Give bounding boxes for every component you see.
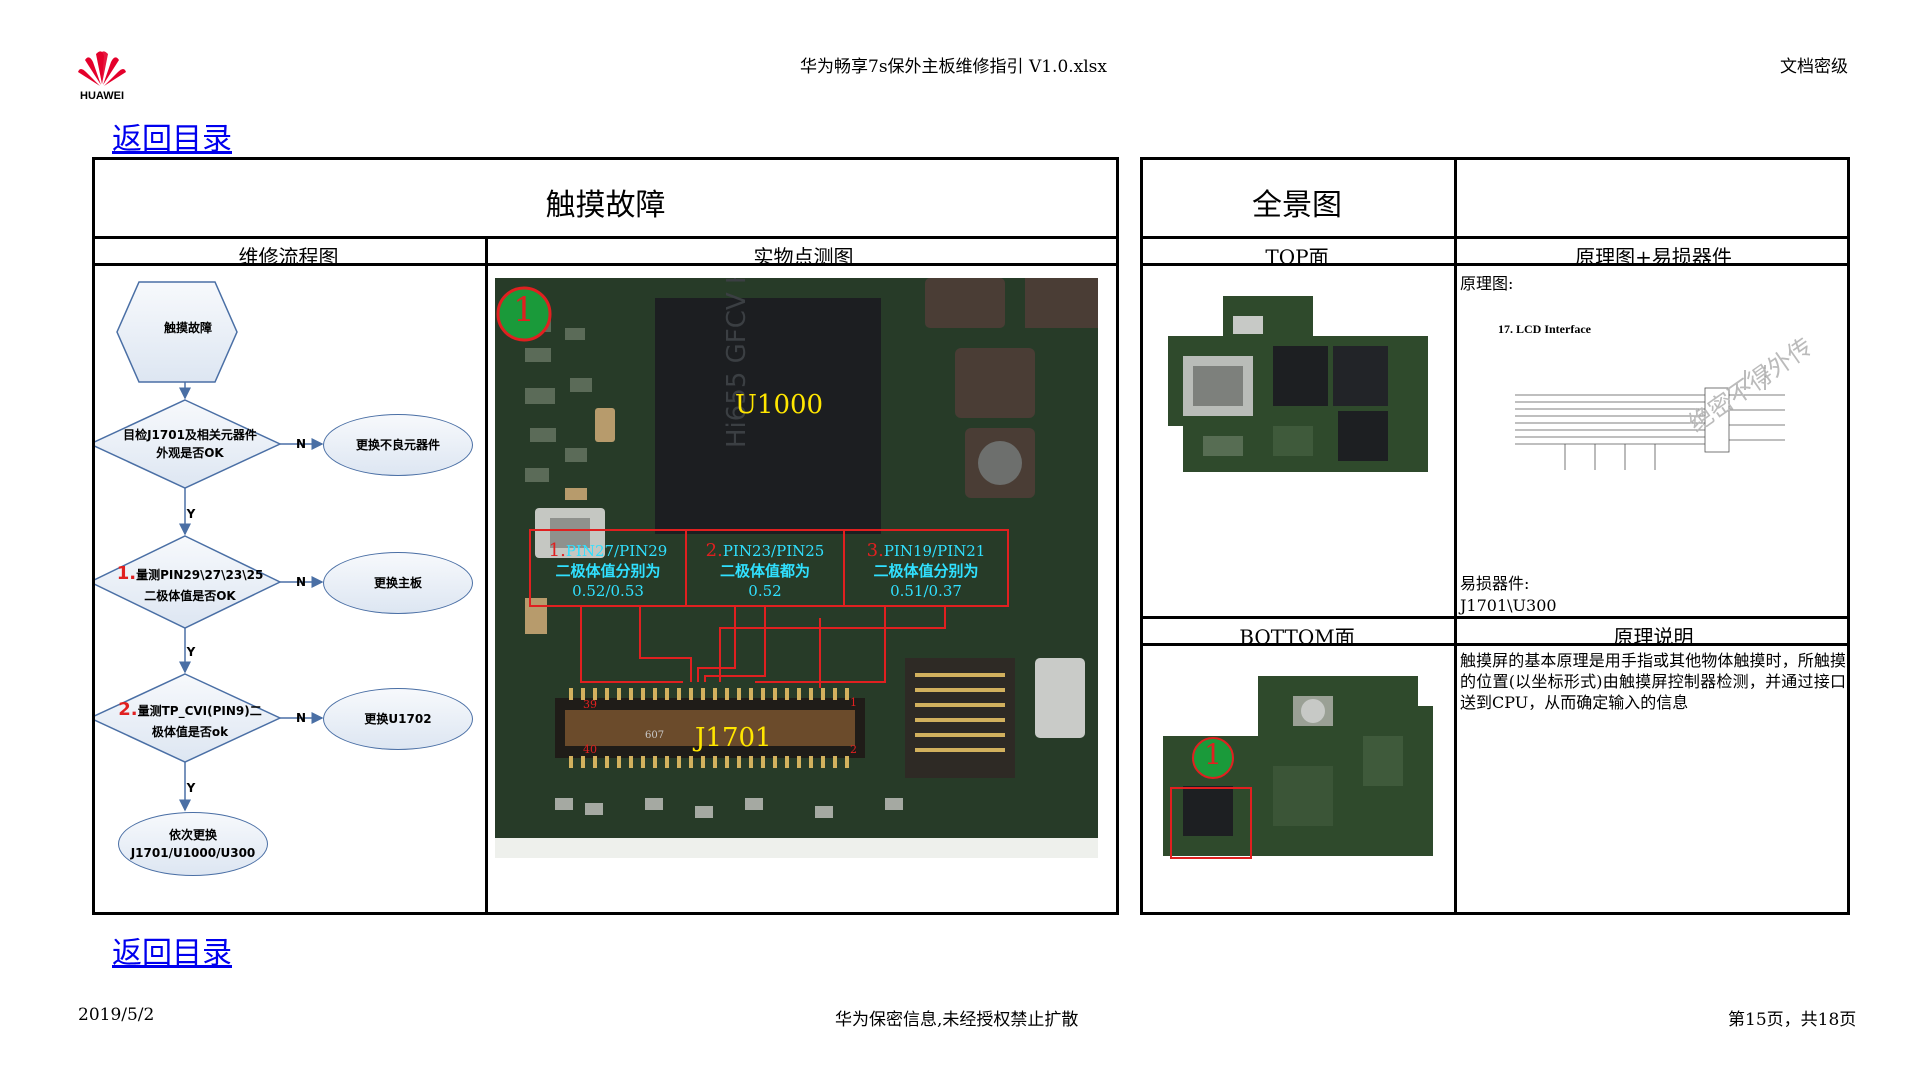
measure-box-3: 3.PIN19/PIN21 二极体值分别为 0.51/0.37 [866,540,986,601]
pin-label-39: 39 [583,698,597,711]
left-panel-title: 触摸故障 [545,188,666,223]
flowchart-connectors [95,281,324,812]
vulnerable-parts-label: 易损器件: [1460,574,1530,593]
vulnerable-parts-value: J1701\U300 [1460,596,1557,615]
schematic-drawing [1505,360,1825,480]
flow-header: 维修流程图 [238,245,339,269]
svg-text:Hi655 GFCV HP84V: Hi655 GFCV HP84V [722,278,752,448]
bottom-side-header: BOTTOM面 [1239,625,1355,649]
n-label-2: N [295,575,307,589]
brand-name: HUAWEI [80,90,124,102]
n-label-1: N [295,437,307,451]
n-label-3: N [295,711,307,725]
principle-text: 触摸屏的基本原理是用手指或其他物体触摸时，所触摸的位置(以坐标形式)由触摸屏控制… [1460,651,1846,712]
measure-box-2: 2.PIN23/PIN25 二极体值都为 0.52 [705,540,825,601]
flow-start-shape [116,281,238,383]
photo-header: 实物点测图 [753,245,854,269]
connector-j1701-label: J1701 [695,723,772,753]
y-label-2: Y [186,645,196,659]
schematic-label: 原理图: [1460,274,1514,293]
file-title: 华为畅享7s保外主板维修指引 V1.0.xlsx [800,57,1107,77]
flow-result-replace-u1702: 更换U1702 [323,688,473,750]
measure-step-1-number: 1. [116,562,137,584]
pin-label-40: 40 [583,743,597,756]
photo-badge-1: 1 [513,290,535,330]
pcb-measurement-photo: Hi655 GFCV HP84V 1 [495,278,1098,858]
flow-start-label: 触摸故障 [163,321,212,335]
flow-result-replace-board: 更换主板 [323,552,473,614]
chip-u1000-label: U1000 [735,390,824,420]
measure-box-1: 1.PIN27/PIN29 二极体值分别为 0.52/0.53 [548,540,668,601]
bottom-badge-1: 1 [1204,738,1222,771]
footer-date: 2019/5/2 [78,1005,155,1025]
y-label-3: Y [186,781,196,795]
top-side-header: TOP面 [1265,245,1329,269]
pin-label-2: 2 [850,743,857,756]
back-to-toc-link-bottom[interactable]: 返回目录 [112,936,232,971]
y-label-1: Y [186,507,196,521]
doc-classification: 文档密级 [1780,57,1848,77]
top-board-drawing [1168,296,1428,472]
bottom-board-drawing [1163,676,1433,859]
pcb-photo-drawing: Hi655 GFCV HP84V [495,278,1098,858]
schematic-lines-icon [1515,365,1785,470]
right-panel-title: 全景图 [1252,188,1342,223]
huawei-petals-icon [78,51,126,86]
measure-step-2-number: 2. [118,698,138,720]
back-to-toc-link-top[interactable]: 返回目录 [112,122,232,157]
flow-decision-1-label: 目检J1701及相关元器件外观是否OK [123,428,257,460]
huawei-logo: HUAWEI [76,48,128,104]
schematic-title: 17. LCD Interface [1498,322,1591,336]
bottom-board-image: 1 [1163,676,1435,862]
connector-mark: 607 [645,730,665,741]
footer-page: 第15页，共18页 [1728,1010,1857,1030]
right-panel [1140,157,1850,915]
footer-notice: 华为保密信息,未经授权禁止扩散 [835,1010,1079,1030]
top-board-image [1163,296,1435,472]
flow-decision-3-label: 2.量测TP_CVI(PIN9)二极体值是否ok [118,698,262,739]
pin-label-1: 1 [850,696,857,709]
flow-result-replace-parts: 更换不良元器件 [323,414,473,476]
principle-header: 原理说明 [1613,625,1694,649]
schematic-header: 原理图+易损器件 [1575,245,1732,269]
left-panel [92,157,1119,915]
